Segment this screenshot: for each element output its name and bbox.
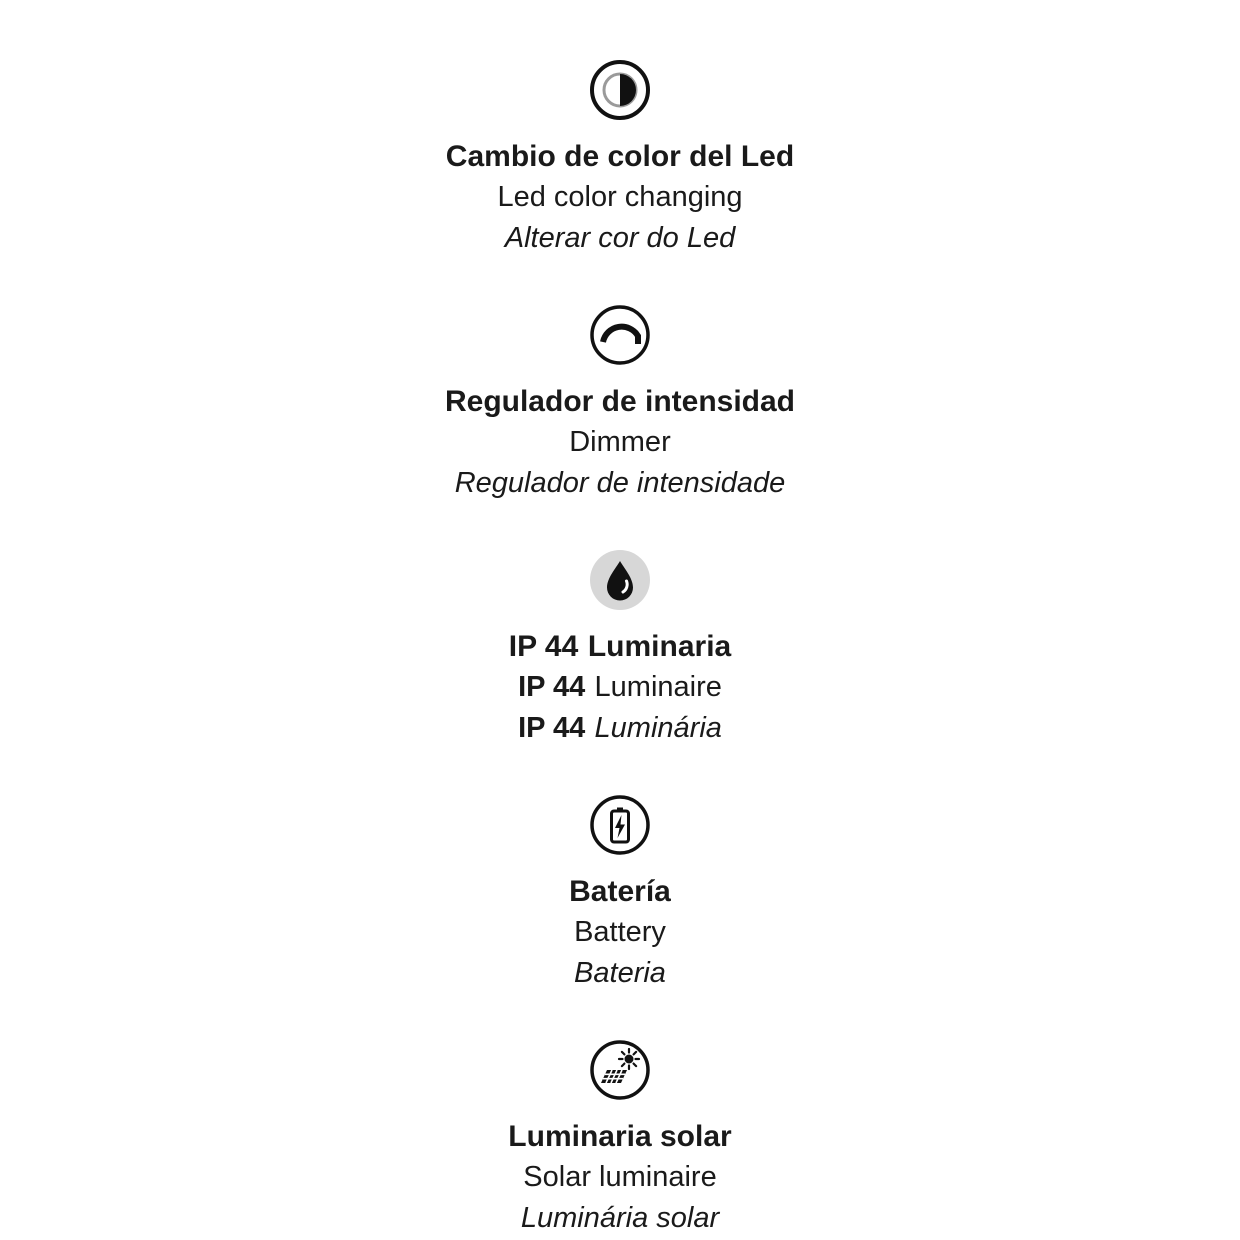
water-drop-icon [588,548,652,612]
feature-title-text: Luminaria [587,630,732,663]
feature-portuguese-text: Luminária [594,712,722,744]
feature-english: Dimmer [569,426,671,458]
feature-led-color-changing: Cambio de color del Led Led color changi… [446,58,794,259]
ip-rating-prefix: IP 44 [518,712,586,744]
battery-icon [588,793,652,857]
feature-english: Solar luminaire [523,1161,717,1193]
feature-portuguese: Alterar cor do Led [504,222,736,254]
feature-dimmer: Regulador de intensidad Dimmer Regulador… [445,303,795,504]
feature-portuguese: Regulador de intensidade [454,467,786,499]
feature-title: Batería [569,875,671,908]
solar-luminaire-icon [588,1038,652,1102]
feature-solar: Luminaria solar Solar luminaire Luminári… [508,1038,732,1239]
feature-english: Battery [574,916,666,948]
feature-battery: Batería Battery Bateria [569,793,671,994]
feature-english: Led color changing [497,181,743,213]
ip-rating-prefix: IP 44 [508,630,579,663]
led-color-change-icon [588,58,652,122]
ip-rating-prefix: IP 44 [518,671,586,703]
feature-portuguese: Bateria [574,957,666,989]
feature-english-text: Luminaire [594,671,722,703]
feature-title: Regulador de intensidad [444,385,796,418]
feature-title: Cambio de color del Led [445,140,795,173]
feature-title: Luminaria solar [508,1120,732,1153]
feature-portuguese: Luminária solar [520,1202,720,1234]
dimmer-icon [588,303,652,367]
